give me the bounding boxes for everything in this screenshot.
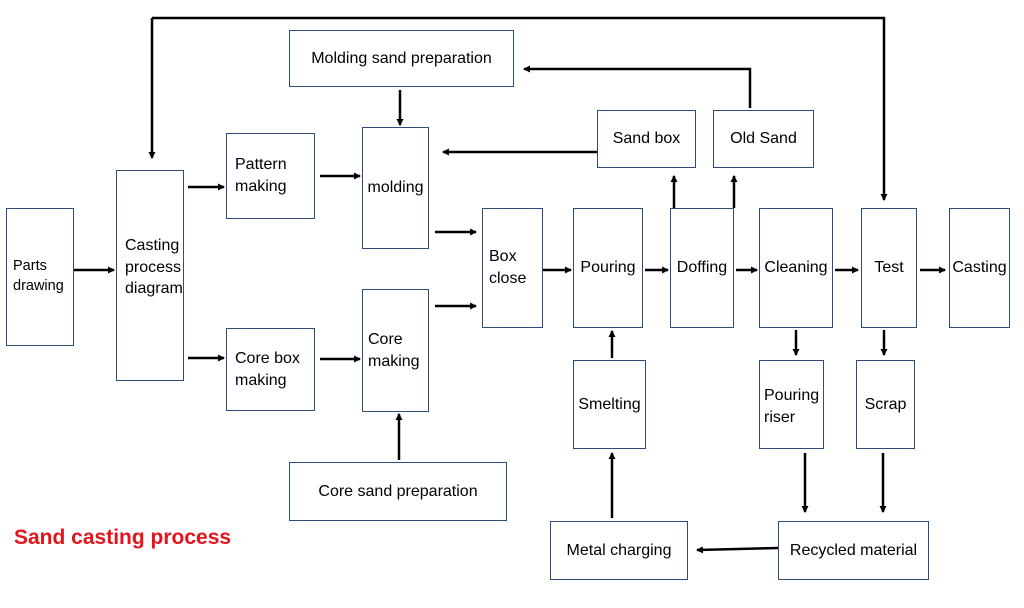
arrow-casting-process-diagram-test xyxy=(152,16,888,202)
node-label: Casting process diagram xyxy=(125,237,183,298)
node-label: Core box making xyxy=(235,349,300,389)
node-label: Old Sand xyxy=(730,130,797,148)
node-casting-process-diagram: Casting process diagram xyxy=(116,170,184,381)
node-molding: molding xyxy=(362,127,429,249)
node-label: Scrap xyxy=(864,395,907,413)
node-label: Metal charging xyxy=(566,541,672,559)
node-label: Pouring riser xyxy=(764,387,820,426)
node-casting: Casting xyxy=(949,208,1010,328)
node-label: Test xyxy=(874,259,904,277)
node-label: Smelting xyxy=(578,395,641,413)
node-label: molding xyxy=(367,179,424,197)
node-label: Recycled material xyxy=(789,541,918,559)
node-label: Core sand preparation xyxy=(318,482,478,500)
node-core-sand-preparation: Core sand preparation xyxy=(289,462,507,521)
node-molding-sand-preparation: Molding sand preparation xyxy=(289,30,514,87)
node-recycled-material: Recycled material xyxy=(778,521,929,580)
node-label: Casting xyxy=(952,259,1007,277)
node-label: Sand box xyxy=(612,130,681,148)
arrow-recycled-material-metal-charging xyxy=(695,546,779,554)
node-label: Core making xyxy=(368,330,420,370)
node-core-box-making: Core box making xyxy=(226,328,315,411)
node-old-sand: Old Sand xyxy=(713,110,814,168)
node-metal-charging: Metal charging xyxy=(550,521,688,580)
node-smelting: Smelting xyxy=(573,360,646,449)
node-label: Box close xyxy=(489,248,527,287)
node-label: Molding sand preparation xyxy=(311,49,492,67)
node-sand-box: Sand box xyxy=(597,110,696,168)
node-label: Parts drawing xyxy=(13,258,64,294)
arrow-old-sand-molding-sand-preparation xyxy=(522,65,752,108)
node-cleaning: Cleaning xyxy=(759,208,833,328)
diagram-title: Sand casting process xyxy=(14,526,232,549)
node-label: Cleaning xyxy=(764,259,828,277)
node-core-making: Core making xyxy=(362,289,429,412)
node-pouring-riser: Pouring riser xyxy=(759,360,824,449)
node-label: Doffing xyxy=(676,259,728,277)
node-pouring: Pouring xyxy=(573,208,643,328)
node-label: Pouring xyxy=(580,259,636,277)
node-box-close: Box close xyxy=(482,208,543,328)
node-scrap: Scrap xyxy=(856,360,915,449)
node-label: Pattern making xyxy=(235,156,287,195)
node-parts-drawing: Parts drawing xyxy=(6,208,74,346)
node-test: Test xyxy=(861,208,917,328)
node-pattern-making: Pattern making xyxy=(226,133,315,219)
node-doffing: Doffing xyxy=(670,208,734,328)
